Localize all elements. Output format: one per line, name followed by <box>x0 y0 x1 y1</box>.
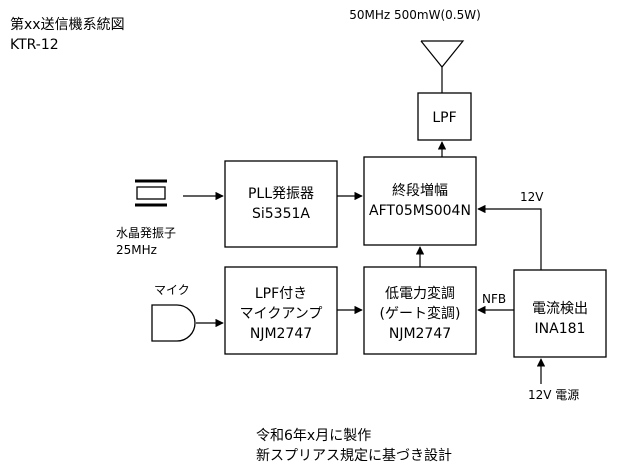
mic-amp-label: LPF付き <box>255 286 307 302</box>
nfb-label: NFB <box>482 292 506 306</box>
modulator-label: 低電力変調 <box>385 285 455 302</box>
supply-12v-label: 12V <box>520 190 544 204</box>
lpf-output-label: LPF <box>432 110 456 126</box>
microphone-icon <box>151 304 196 342</box>
crystal-icon <box>135 179 167 207</box>
current-detector-label: 電流検出 <box>532 301 588 317</box>
mic-amp-part: NJM2747 <box>250 326 312 342</box>
current-detector-block <box>513 269 607 358</box>
detector-to-final-arrow <box>477 204 542 270</box>
supply-input-label: 12V 電源 <box>528 388 579 402</box>
footer-note: 新スプリアス規定に基づき設計 <box>256 447 452 464</box>
crystal-label: 水晶発振子 <box>116 226 176 240</box>
lpf-output-block <box>417 92 472 141</box>
mic-label: マイク <box>154 283 190 297</box>
final-amplifier-label: 終段増幅 <box>392 183 448 199</box>
modulator-part: NJM2747 <box>389 326 451 342</box>
final-amplifier-part: AFT05MS004N <box>369 203 471 219</box>
antenna-icon <box>420 40 465 93</box>
mic-amp-label-2: マイクアンプ <box>240 306 323 322</box>
diagram-title: 第xx送信機系統図 <box>10 16 125 33</box>
footer-date: 令和6年x月に製作 <box>256 428 371 444</box>
pll-oscillator-block <box>224 160 338 248</box>
model-name: KTR-12 <box>10 37 59 53</box>
pll-oscillator-label: PLL発振器 <box>248 186 314 202</box>
mic-amp-block <box>224 266 338 355</box>
final-amplifier-block <box>363 156 477 246</box>
output-spec: 50MHz 500mW(0.5W) <box>349 8 481 22</box>
pll-oscillator-part: Si5351A <box>252 206 310 222</box>
current-detector-part: INA181 <box>535 321 586 337</box>
crystal-frequency: 25MHz <box>116 243 157 257</box>
modulator-label-2: (ゲート変調) <box>380 305 461 322</box>
